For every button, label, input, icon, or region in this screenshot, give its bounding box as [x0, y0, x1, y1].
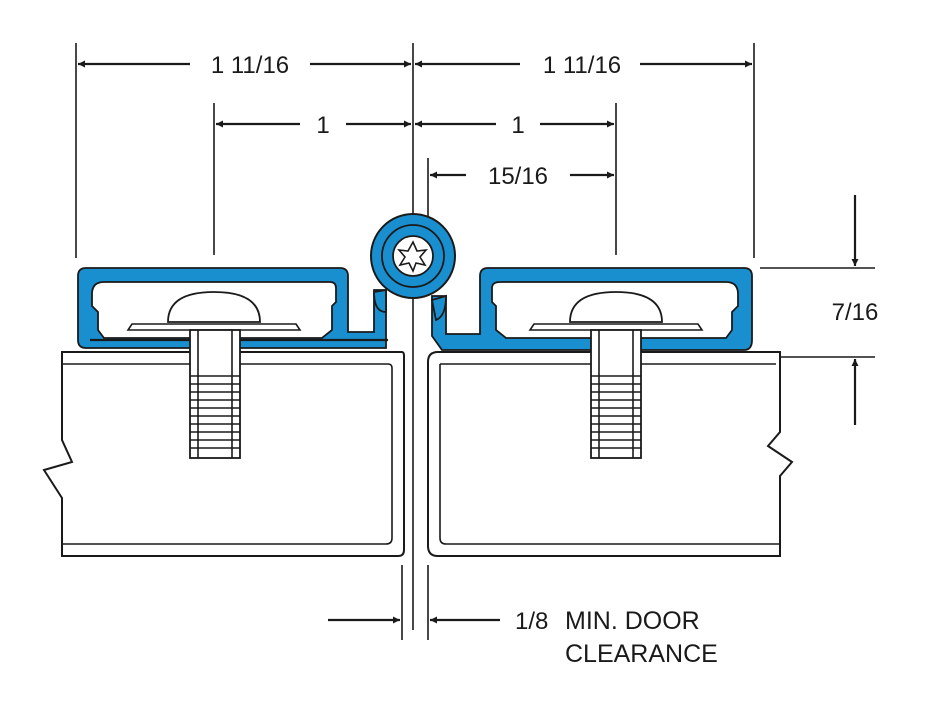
dim-clearance-label: 1/8	[515, 608, 548, 635]
hinge-knuckle	[370, 213, 456, 322]
dim-pin-to-screw: 15/16	[430, 163, 614, 190]
dim-left-overall-label: 1 11/16	[211, 52, 289, 79]
dim-left-screw-label: 1	[316, 112, 329, 139]
dim-clearance: 1/8 MIN. DOOR CLEARANCE	[328, 607, 718, 668]
clearance-note-line2: CLEARANCE	[565, 640, 718, 668]
dim-right-overall: 1 11/16	[415, 52, 752, 79]
dim-pin-to-screw-label: 15/16	[488, 163, 548, 190]
right-screw-threads	[591, 330, 641, 458]
right-screw	[528, 291, 704, 459]
dim-left-screw: 1	[216, 112, 411, 139]
left-screw-washer	[126, 323, 302, 331]
dim-leaf-height-label: 7/16	[832, 299, 879, 326]
left-screw-head	[167, 291, 261, 323]
clearance-note-line1: MIN. DOOR	[565, 607, 700, 635]
dim-right-screw: 1	[415, 112, 614, 139]
right-screw-washer	[528, 323, 704, 331]
pin-star-icon	[397, 240, 428, 273]
left-screw-threads	[190, 330, 240, 458]
right-knuckle-neck	[430, 294, 447, 322]
extension-lines	[75, 43, 875, 640]
dim-right-screw-label: 1	[511, 112, 524, 139]
dim-left-overall: 1 11/16	[78, 52, 411, 79]
right-screw-head	[569, 291, 663, 323]
left-screw	[126, 291, 302, 459]
left-knuckle-neck	[373, 288, 387, 313]
dim-leaf-height: 7/16	[832, 195, 879, 425]
dim-right-overall-label: 1 11/16	[543, 52, 621, 79]
